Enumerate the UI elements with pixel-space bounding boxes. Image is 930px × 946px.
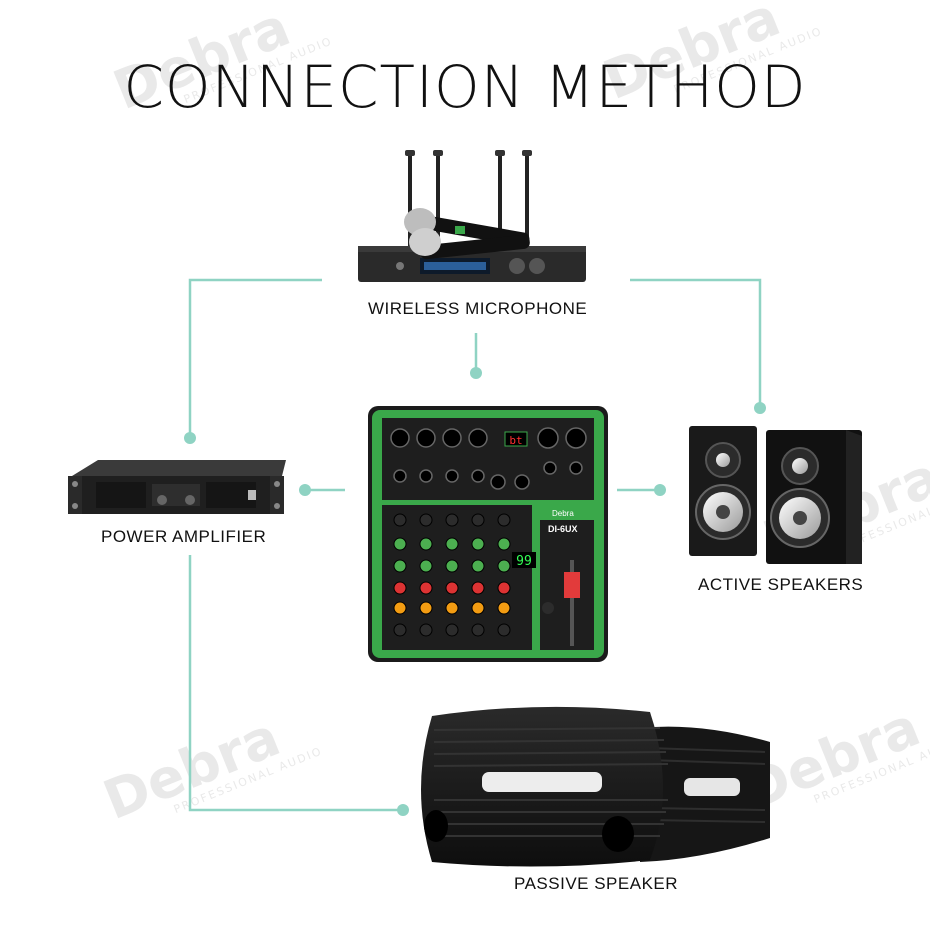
connector-dots: [184, 367, 766, 816]
mixer-brand: Debra: [552, 509, 574, 518]
mixer-model: DI-6UX: [548, 524, 578, 534]
connector-dot: [754, 402, 766, 414]
active-speakers-device: [689, 426, 862, 564]
label-passive-speaker: PASSIVE SPEAKER: [514, 874, 679, 893]
passive-speaker-device: [421, 706, 770, 867]
connector-mic-to-amp: [188, 278, 322, 438]
wireless-microphone-device: [358, 150, 586, 282]
label-wireless-microphone: WIRELESS MICROPHONE: [368, 299, 588, 318]
power-amplifier-device: [68, 460, 286, 514]
connector-dot: [184, 432, 196, 444]
label-power-amplifier: POWER AMPLIFIER: [101, 527, 267, 546]
mixer-display-top: bt: [509, 434, 522, 447]
mixer-knobs: [393, 513, 511, 637]
mixer-display-mid: 99: [516, 554, 532, 569]
connector-dot: [397, 804, 409, 816]
connector-dot: [654, 484, 666, 496]
connector-mic-to-active: [630, 278, 762, 408]
connector-dot: [470, 367, 482, 379]
connector-dot: [299, 484, 311, 496]
label-active-speakers: ACTIVE SPEAKERS: [698, 575, 864, 594]
page-title: CONNECTION METHOD: [123, 53, 807, 121]
connector-amp-to-passive: [188, 555, 403, 812]
connector-lines: [188, 278, 762, 812]
mixer-device: bt 99: [368, 406, 608, 662]
